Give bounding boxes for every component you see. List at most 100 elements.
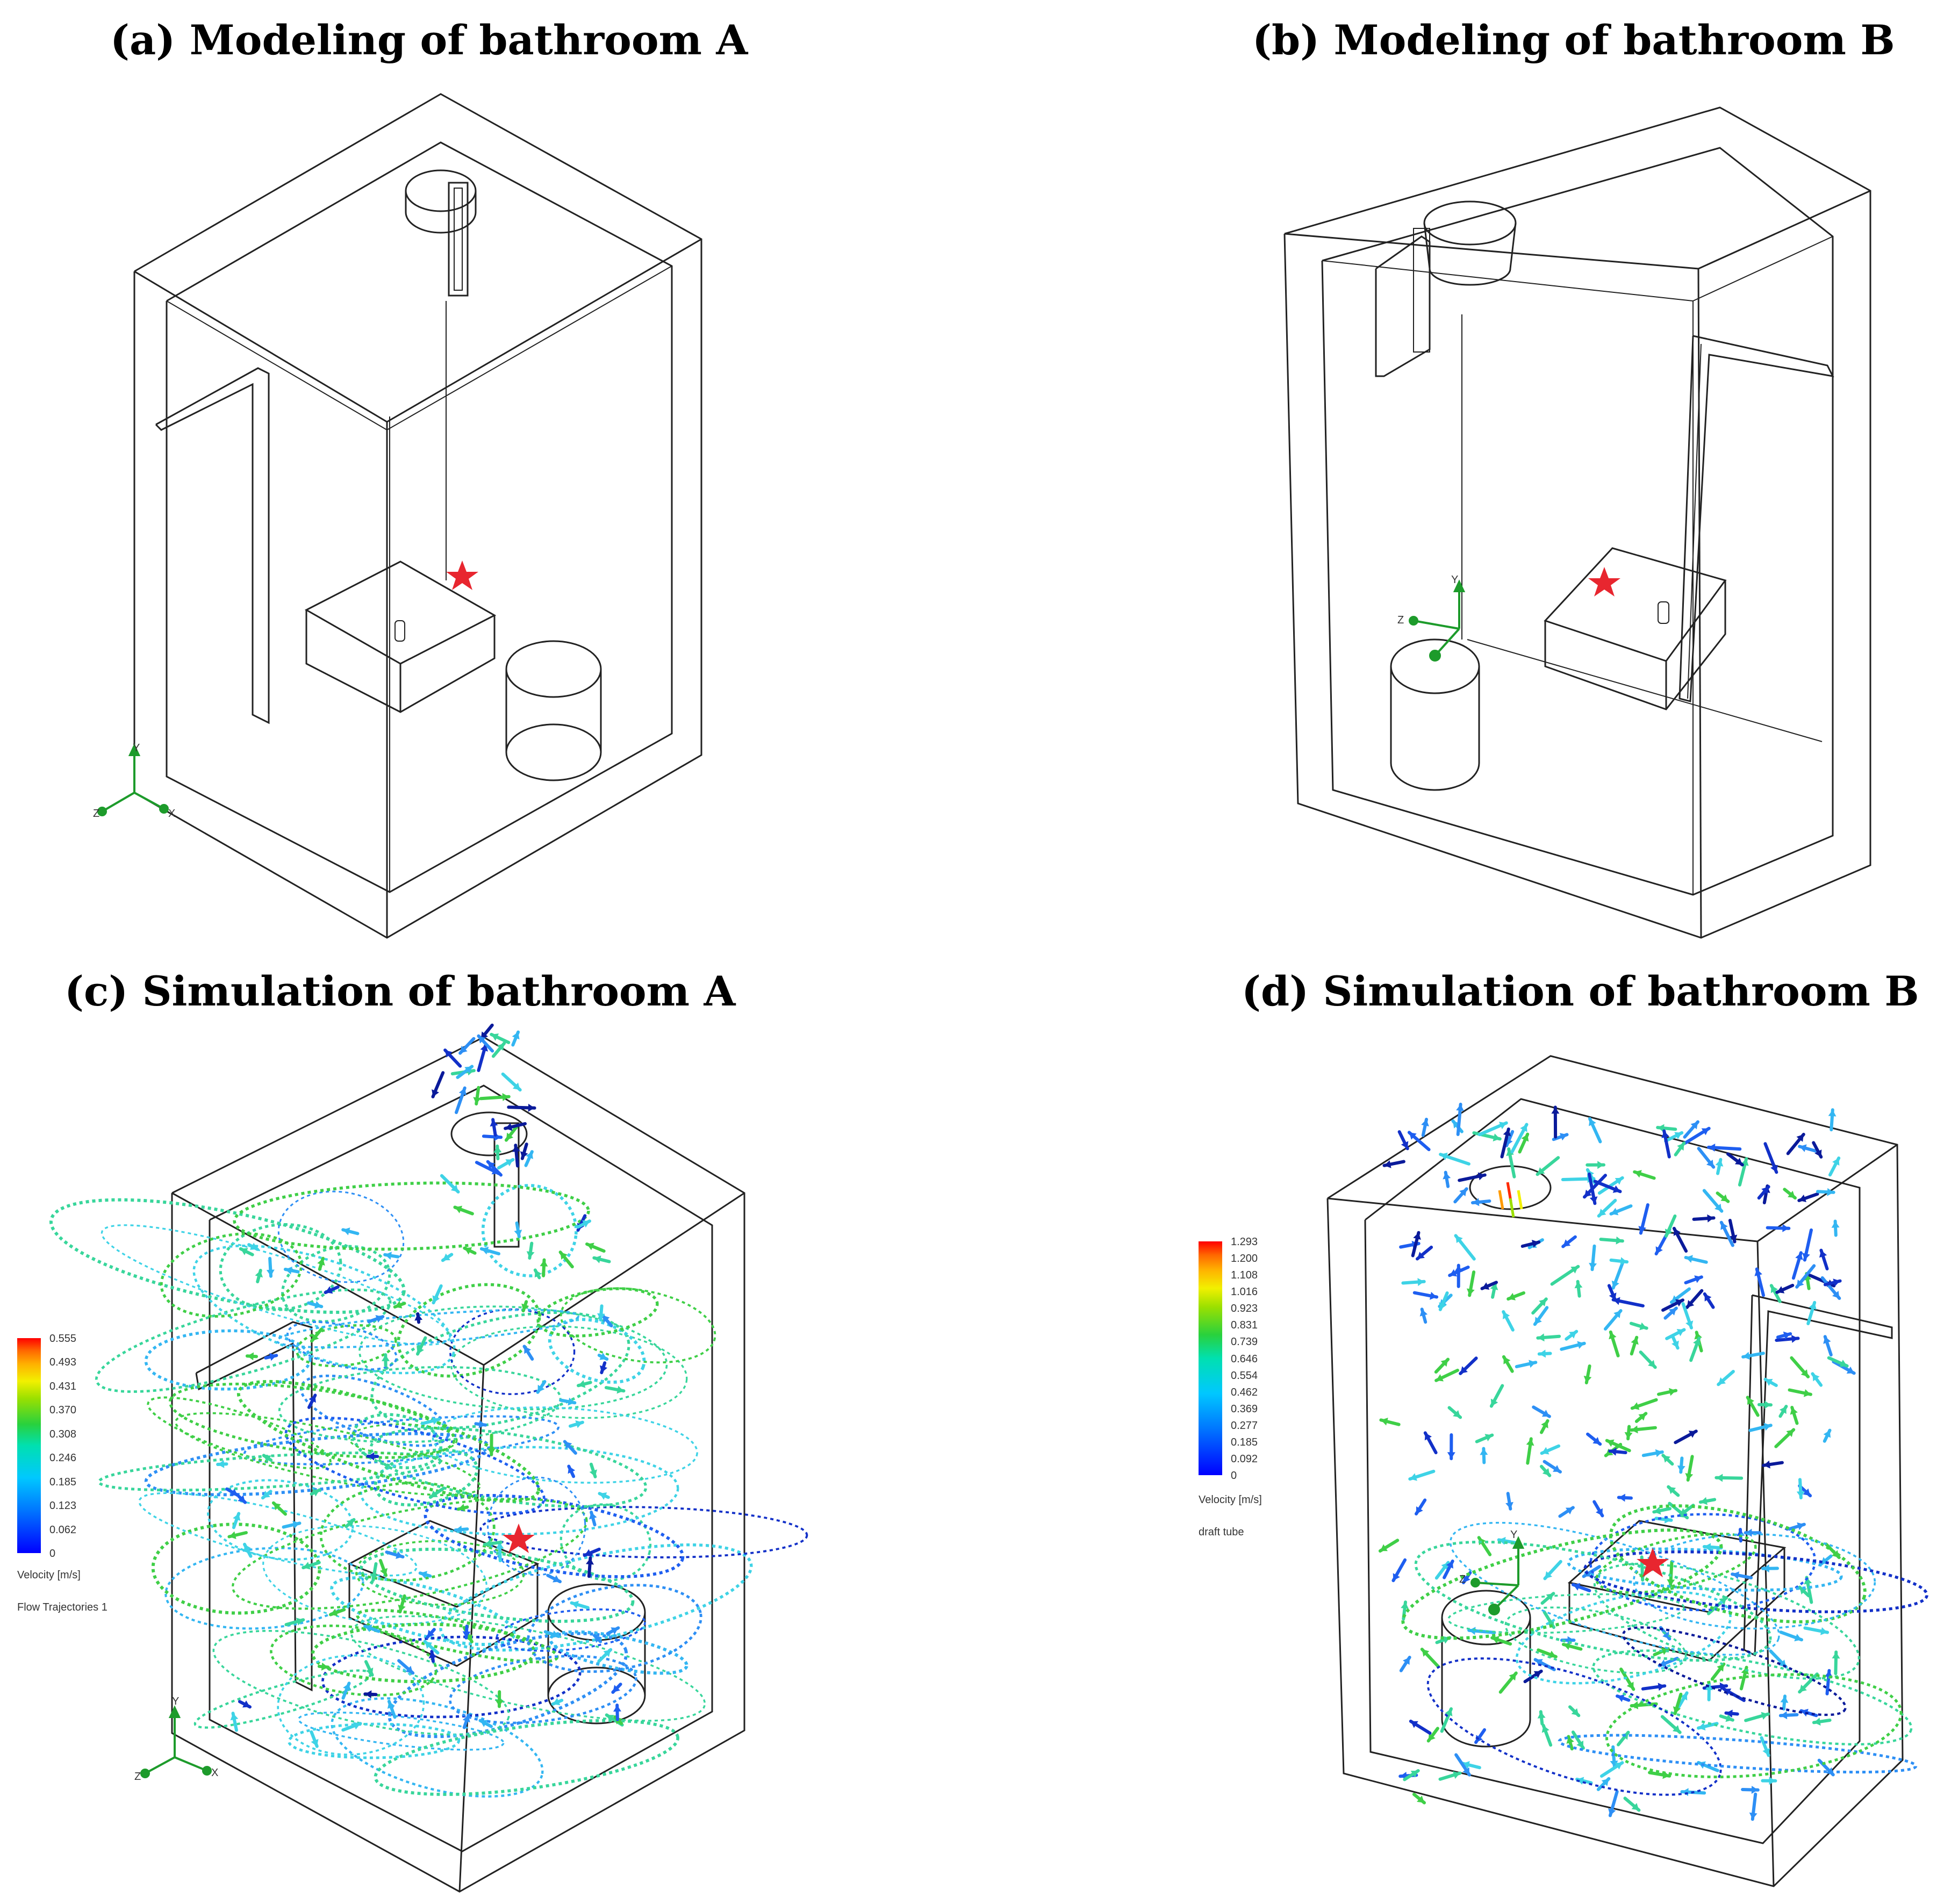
axis-triad-d (1470, 1536, 1525, 1615)
flow-arrow-head (1393, 1573, 1400, 1581)
legend-tick: 0.123 (49, 1500, 77, 1512)
flow-arrow-head (1384, 1160, 1391, 1168)
flow-arrow-head (1741, 1667, 1749, 1675)
flow-arrow-head (1832, 1158, 1840, 1166)
flow-arrow-head (1610, 1761, 1618, 1768)
flow-arrow-head (603, 1649, 611, 1657)
flow-arrow-head (230, 1713, 239, 1721)
flow-arrow-head (1797, 1522, 1804, 1531)
flow-arrow-head (1472, 1198, 1480, 1206)
flow-arrow-head (1569, 1331, 1577, 1339)
flow-trajectory (270, 1624, 437, 1697)
flow-arrow-head (1715, 1159, 1724, 1167)
flow-trajectory (311, 1622, 536, 1684)
flow-arrow-head (1615, 1177, 1623, 1185)
flow-arrow-head (1791, 1335, 1798, 1343)
flow-trajectory (449, 1655, 637, 1725)
flow-arrow-head (1790, 1407, 1798, 1415)
flow-arrow-head (526, 1152, 533, 1159)
flow-arrow-head (1509, 1673, 1516, 1681)
flow-arrow-head (1831, 1221, 1840, 1228)
flow-trajectory (144, 1432, 491, 1497)
flow-arrow-head (250, 1242, 257, 1250)
flow-arrow-head (1380, 1544, 1388, 1551)
flow-arrow-head (1613, 1297, 1620, 1305)
flow-arrow-head (1476, 1735, 1483, 1743)
flow-arrow-head (1828, 1110, 1837, 1117)
flow-arrow-head (1460, 1366, 1468, 1374)
flow-arrow-head (1673, 1228, 1681, 1236)
flow-arrow-head (420, 1571, 428, 1579)
flow-arrow-head (1410, 1473, 1417, 1481)
flow-arrow-head (1701, 1128, 1709, 1136)
flow-arrow-head (1453, 1410, 1461, 1418)
flow-trajectory (450, 1325, 688, 1419)
flow-trajectory (151, 1522, 321, 1615)
flow-arrow-head (1694, 1275, 1702, 1283)
flow-arrow-head (243, 1544, 252, 1552)
flow-arrow-head (491, 1033, 499, 1041)
flow-trajectory (1595, 1532, 1757, 1594)
flow-arrow-head (1833, 1278, 1840, 1287)
flow-trajectory (262, 1525, 487, 1625)
legend-color-bar-b (1199, 1241, 1222, 1475)
legend-tick: 0.831 (1231, 1319, 1258, 1332)
flow-trajectory (284, 1417, 546, 1515)
flow-arrow-head (1589, 1196, 1598, 1204)
flow-arrow-head (1682, 1788, 1689, 1797)
flow-arrow-head (1797, 1280, 1804, 1287)
flow-trajectory (1567, 1547, 1843, 1592)
flow-arrow-head (1632, 1402, 1640, 1410)
flow-arrow-head (1576, 1740, 1583, 1748)
flow-arrow-head (1430, 1291, 1437, 1300)
flow-arrow-head (480, 1031, 489, 1039)
flow-arrow-head (1459, 1189, 1467, 1197)
flow-trajectory (299, 1374, 450, 1447)
axis-label-z-d: Z (1459, 1574, 1466, 1585)
flow-arrow-head (1709, 1144, 1716, 1152)
flow-arrow-head (1589, 1262, 1597, 1270)
flow-arrow-head (1803, 1389, 1811, 1397)
flow-arrow-head (587, 1242, 594, 1251)
flow-arrow-head (597, 1313, 605, 1320)
flow-trajectory (388, 1632, 628, 1738)
legend-tick: 0.923 (1231, 1303, 1258, 1315)
flow-arrow-head (1526, 1439, 1534, 1446)
flow-arrow-head (540, 1260, 548, 1267)
flow-trajectory (1622, 1626, 1847, 1716)
flow-arrow-head (1490, 1398, 1498, 1406)
flow-trajectory (1592, 1649, 1913, 1746)
flow-arrow-head (1690, 1122, 1698, 1130)
flow-arrow-head (1612, 1185, 1620, 1193)
flow-arrow-head (1707, 1214, 1714, 1223)
flow-arrow-head (343, 1683, 351, 1691)
flow-trajectory (369, 1427, 648, 1508)
flow-arrow-head (584, 1549, 592, 1557)
flow-arrow-head (1794, 1634, 1802, 1642)
flow-arrow-head (1503, 1312, 1510, 1319)
flow-arrow-head (1832, 1652, 1840, 1659)
flow-arrow-head (1531, 1240, 1539, 1248)
flow-arrow-head (505, 1159, 513, 1167)
flow-trajectory (439, 1543, 753, 1652)
legend-tick: 0.554 (1231, 1369, 1258, 1382)
flow-arrow-head (1672, 1340, 1679, 1348)
flow-arrow-head (262, 1491, 270, 1498)
flow-trajectory (548, 1318, 646, 1384)
flow-arrow-head (1716, 1474, 1723, 1482)
flow-arrow-head (1706, 1159, 1714, 1167)
flow-trajectory (350, 1615, 706, 1722)
flow-arrow-head (1469, 1627, 1476, 1635)
flow-arrow-head (353, 1722, 361, 1730)
flow-arrow-head (455, 1205, 463, 1213)
flow-arrow-head (1463, 1575, 1470, 1583)
flow-arrow-head (1601, 1778, 1609, 1786)
flow-arrow-head (1417, 1252, 1425, 1259)
flow-arrow-head (1638, 1413, 1646, 1421)
axis-triad-c (140, 1705, 212, 1778)
flow-trajectory (1593, 1562, 1860, 1680)
flow-arrow-head (521, 1303, 529, 1311)
flow-arrow-head (1783, 1331, 1791, 1340)
flow-trajectory (360, 1446, 679, 1536)
